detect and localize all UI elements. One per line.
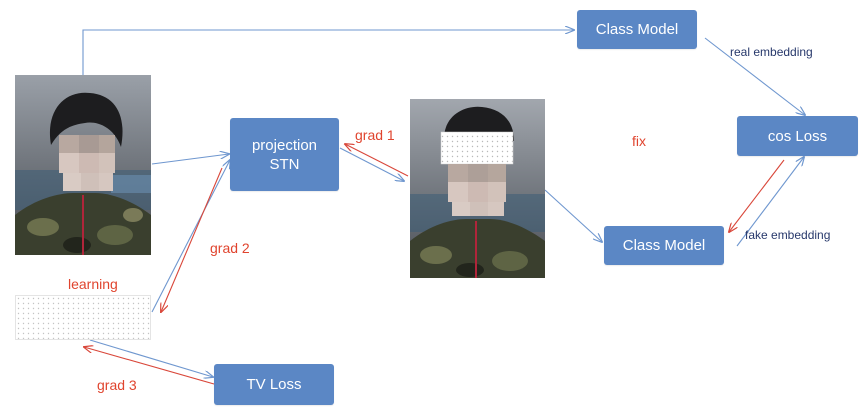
arrow-input-to-stn [152, 154, 229, 164]
arrow-stn-to-output [340, 148, 404, 181]
input-photo [15, 75, 151, 255]
learning-label: learning [68, 276, 118, 292]
grad-3-label: grad 3 [97, 377, 137, 393]
arrow-input-to-class-model-top [83, 30, 574, 75]
real-embedding-label: real embedding [730, 45, 813, 59]
cos-loss-box: cos Loss [737, 116, 858, 156]
grad-1-label: grad 1 [355, 127, 395, 143]
arrow-output-to-class-model-bottom [545, 190, 602, 242]
arrow-patch-to-stn [152, 160, 230, 312]
output-photo [410, 99, 545, 278]
patch-image [15, 295, 151, 340]
arrow-grad-1 [345, 144, 408, 176]
arrow-cos-loss-grad [729, 160, 784, 232]
arrow-patch-to-tv-loss [90, 340, 213, 377]
fake-embedding-label: fake embedding [745, 228, 830, 242]
tv-loss-box: TV Loss [214, 364, 334, 405]
class-model-top-box: Class Model [577, 10, 697, 49]
grad-2-label: grad 2 [210, 240, 250, 256]
fix-label: fix [632, 133, 646, 149]
projection-stn-box: projection STN [230, 118, 339, 191]
class-model-bottom-box: Class Model [604, 226, 724, 265]
